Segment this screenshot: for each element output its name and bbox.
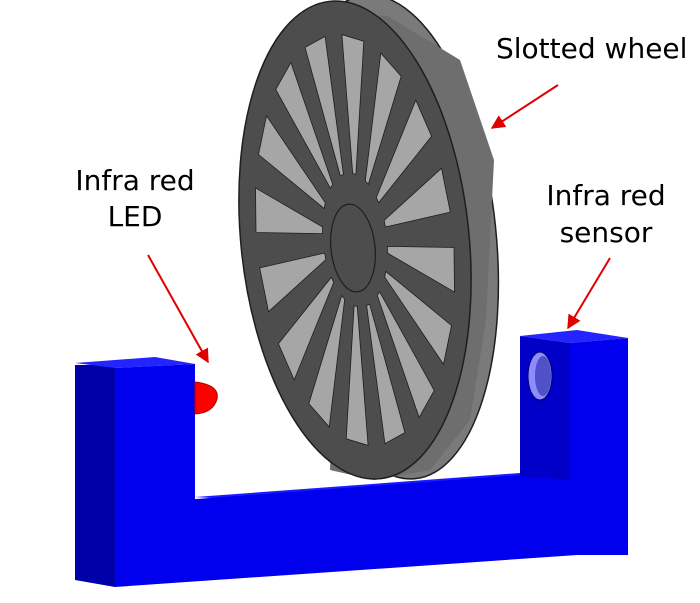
wheel-slot xyxy=(255,187,324,235)
wheel-slot xyxy=(376,290,435,419)
wheel-arrow xyxy=(490,84,559,129)
base-bottom-side xyxy=(75,365,115,587)
wheel-slot xyxy=(375,99,433,204)
wheel-hub xyxy=(330,203,376,293)
led-post-top xyxy=(75,357,195,368)
led-post-front xyxy=(115,364,195,510)
led-arrow xyxy=(147,254,209,364)
wheel-slot xyxy=(304,35,344,177)
label-sensor-line2: sensor xyxy=(560,216,653,249)
ir-led xyxy=(194,381,218,415)
wheel-slot xyxy=(345,305,369,446)
wheel-slot xyxy=(259,252,327,313)
base-holder xyxy=(75,330,628,587)
sensor-post-front xyxy=(570,338,628,555)
wheel-slot xyxy=(364,52,402,186)
label-slotted-wheel: Slotted wheel xyxy=(496,32,687,65)
slotted-wheel xyxy=(238,0,500,480)
ir-sensor xyxy=(527,351,553,401)
wheel-slot xyxy=(258,114,326,210)
wheel-slot xyxy=(308,294,346,428)
wheel-slot xyxy=(275,61,334,190)
sensor-lens-inner xyxy=(535,356,551,396)
wheel-slot xyxy=(366,303,406,445)
sensor-post-top xyxy=(520,330,628,343)
wheel-slots xyxy=(255,34,455,446)
wheel-slot xyxy=(341,34,365,175)
wheel-slot xyxy=(386,245,455,293)
label-sensor-line1: Infra red xyxy=(546,179,665,212)
label-led-line1: Infra red xyxy=(75,164,194,197)
led-dome xyxy=(194,381,218,415)
wheel-slot xyxy=(277,276,335,381)
sensor-arrow xyxy=(567,257,611,330)
wheel-slot xyxy=(384,270,452,366)
wheel-slot xyxy=(383,167,451,228)
base-bottom-front xyxy=(115,475,577,587)
label-led-line2: LED xyxy=(108,200,163,233)
